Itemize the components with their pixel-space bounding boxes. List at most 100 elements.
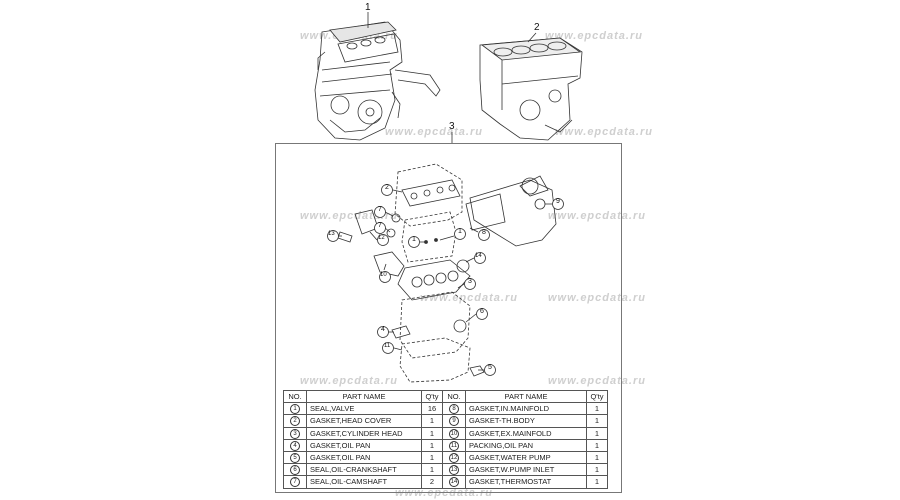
kit-callout-7b: 7 bbox=[378, 222, 382, 229]
part-number-cell: 11 bbox=[442, 438, 466, 452]
leader-line bbox=[469, 227, 479, 233]
part-quantity-cell: 1 bbox=[421, 426, 443, 440]
part-name: SEAL,VALVE bbox=[310, 404, 355, 414]
part-name: GASKET,OIL PAN bbox=[310, 453, 371, 463]
part-number-cell: 14 bbox=[442, 475, 466, 489]
part-name-cell: GASKET,EX.MAINFOLD bbox=[465, 426, 587, 440]
callout-circle bbox=[552, 198, 564, 210]
part-number-cell: 3 bbox=[283, 426, 307, 440]
part-name-cell: GASKET,THERMOSTAT bbox=[465, 475, 587, 489]
callout-1: 1 bbox=[365, 2, 371, 13]
kit-callout-12: 12 bbox=[378, 235, 385, 241]
leader-line bbox=[392, 189, 403, 193]
callout-circle bbox=[382, 342, 394, 354]
part-quantity-cell: 1 bbox=[586, 463, 608, 477]
part-name: GASKET,EX.MAINFOLD bbox=[469, 428, 552, 438]
part-quantity: 1 bbox=[594, 465, 600, 475]
callout-circle bbox=[476, 308, 488, 320]
leader-line bbox=[439, 235, 455, 241]
part-name: GASKET,CYLINDER HEAD bbox=[310, 428, 403, 438]
part-number: 10 bbox=[449, 428, 459, 439]
kit-callout-5: 5 bbox=[488, 364, 492, 371]
leader-line bbox=[465, 257, 475, 263]
part-name-cell: GASKET,HEAD COVER bbox=[306, 414, 422, 428]
part-number-cell: 4 bbox=[283, 438, 307, 452]
part-name-cell: GASKET,W.PUMP INLET bbox=[465, 463, 587, 477]
kit-callout-11: 11 bbox=[384, 343, 391, 349]
part-number-cell: 7 bbox=[283, 475, 307, 489]
part-number: 1 bbox=[290, 404, 300, 415]
short-block-illustration bbox=[479, 37, 583, 141]
part-name-cell: GASKET-TH.BODY bbox=[465, 414, 587, 428]
engine-block-outline bbox=[399, 291, 471, 359]
exhaust-manifold-gasket bbox=[373, 251, 405, 277]
part-quantity-cell: 1 bbox=[421, 414, 443, 428]
intake-manifold-gasket bbox=[465, 193, 506, 231]
header-no: NO. bbox=[283, 389, 307, 404]
watermark: www.epcdata.ru bbox=[555, 126, 653, 138]
part-name: GASKET,WATER PUMP bbox=[469, 453, 551, 463]
part-name-cell: SEAL,VALVE bbox=[306, 402, 422, 416]
oil-pan-gasket bbox=[391, 325, 411, 339]
part-quantity-cell: 1 bbox=[586, 475, 608, 489]
part-quantity-cell: 1 bbox=[586, 414, 608, 428]
part-quantity-cell: 16 bbox=[421, 402, 443, 416]
part-quantity: 1 bbox=[429, 453, 435, 463]
part-quantity: 1 bbox=[594, 416, 600, 426]
callout-2: 2 bbox=[534, 22, 540, 33]
callout-circle bbox=[327, 230, 339, 242]
head-cover-gasket bbox=[394, 163, 463, 227]
part-number-cell: 12 bbox=[442, 450, 466, 465]
part-number: 8 bbox=[449, 404, 459, 415]
kit-callout-8: 8 bbox=[482, 229, 486, 236]
part-name-cell: SEAL,OIL-CRANKSHAFT bbox=[306, 463, 422, 477]
camshaft-seal bbox=[391, 213, 401, 223]
kit-callout-1a: 1 bbox=[458, 228, 462, 235]
part-name-cell: PACKING,OIL PAN bbox=[465, 438, 587, 452]
part-name-cell: SEAL,OIL-CAMSHAFT bbox=[306, 475, 422, 489]
part-quantity-cell: 1 bbox=[586, 438, 608, 452]
kit-callout-7: 7 bbox=[378, 206, 382, 213]
part-number-cell: 10 bbox=[442, 426, 466, 440]
header-qty: Q'ty bbox=[421, 389, 443, 404]
part-number-cell: 5 bbox=[283, 450, 307, 465]
part-quantity: 1 bbox=[429, 416, 435, 426]
part-quantity: 16 bbox=[427, 404, 437, 414]
part-number: 6 bbox=[290, 465, 300, 476]
callout-circle bbox=[408, 236, 420, 248]
watermark: www.epcdata.ru bbox=[548, 292, 646, 304]
header-qty: Q'ty bbox=[586, 389, 608, 404]
oil-pan-gasket-small bbox=[469, 365, 485, 377]
kit-callout-2: 2 bbox=[385, 184, 389, 191]
part-quantity-cell: 1 bbox=[421, 450, 443, 465]
kit-callout-14: 14 bbox=[475, 253, 482, 259]
part-name: PACKING,OIL PAN bbox=[469, 440, 534, 450]
cylinder-head-gasket bbox=[397, 259, 471, 301]
callout-circle bbox=[377, 234, 389, 246]
engine-assembly-illustration bbox=[314, 21, 441, 141]
part-number: 11 bbox=[449, 440, 459, 451]
part-number: 7 bbox=[290, 477, 300, 488]
leader-line bbox=[393, 347, 403, 351]
part-quantity-cell: 1 bbox=[586, 402, 608, 416]
part-number-cell: 9 bbox=[442, 414, 466, 428]
valve-seal bbox=[434, 238, 438, 242]
camshaft-seal bbox=[386, 228, 396, 238]
callout-circle bbox=[374, 206, 386, 218]
part-quantity-cell: 1 bbox=[421, 463, 443, 477]
header-part-name: PART NAME bbox=[306, 389, 422, 404]
part-number: 14 bbox=[449, 477, 459, 488]
kit-callout-9: 9 bbox=[556, 198, 560, 205]
callout-circle bbox=[379, 271, 391, 283]
callout-circle bbox=[474, 252, 486, 264]
part-name: GASKET,OIL PAN bbox=[310, 440, 371, 450]
part-name-cell: GASKET,IN.MAINFOLD bbox=[465, 402, 587, 416]
leader-line bbox=[383, 263, 387, 271]
part-name-cell: GASKET,CYLINDER HEAD bbox=[306, 426, 422, 440]
callout-circle bbox=[381, 184, 393, 196]
part-number-cell: 8 bbox=[442, 402, 466, 416]
part-number-cell: 1 bbox=[283, 402, 307, 416]
